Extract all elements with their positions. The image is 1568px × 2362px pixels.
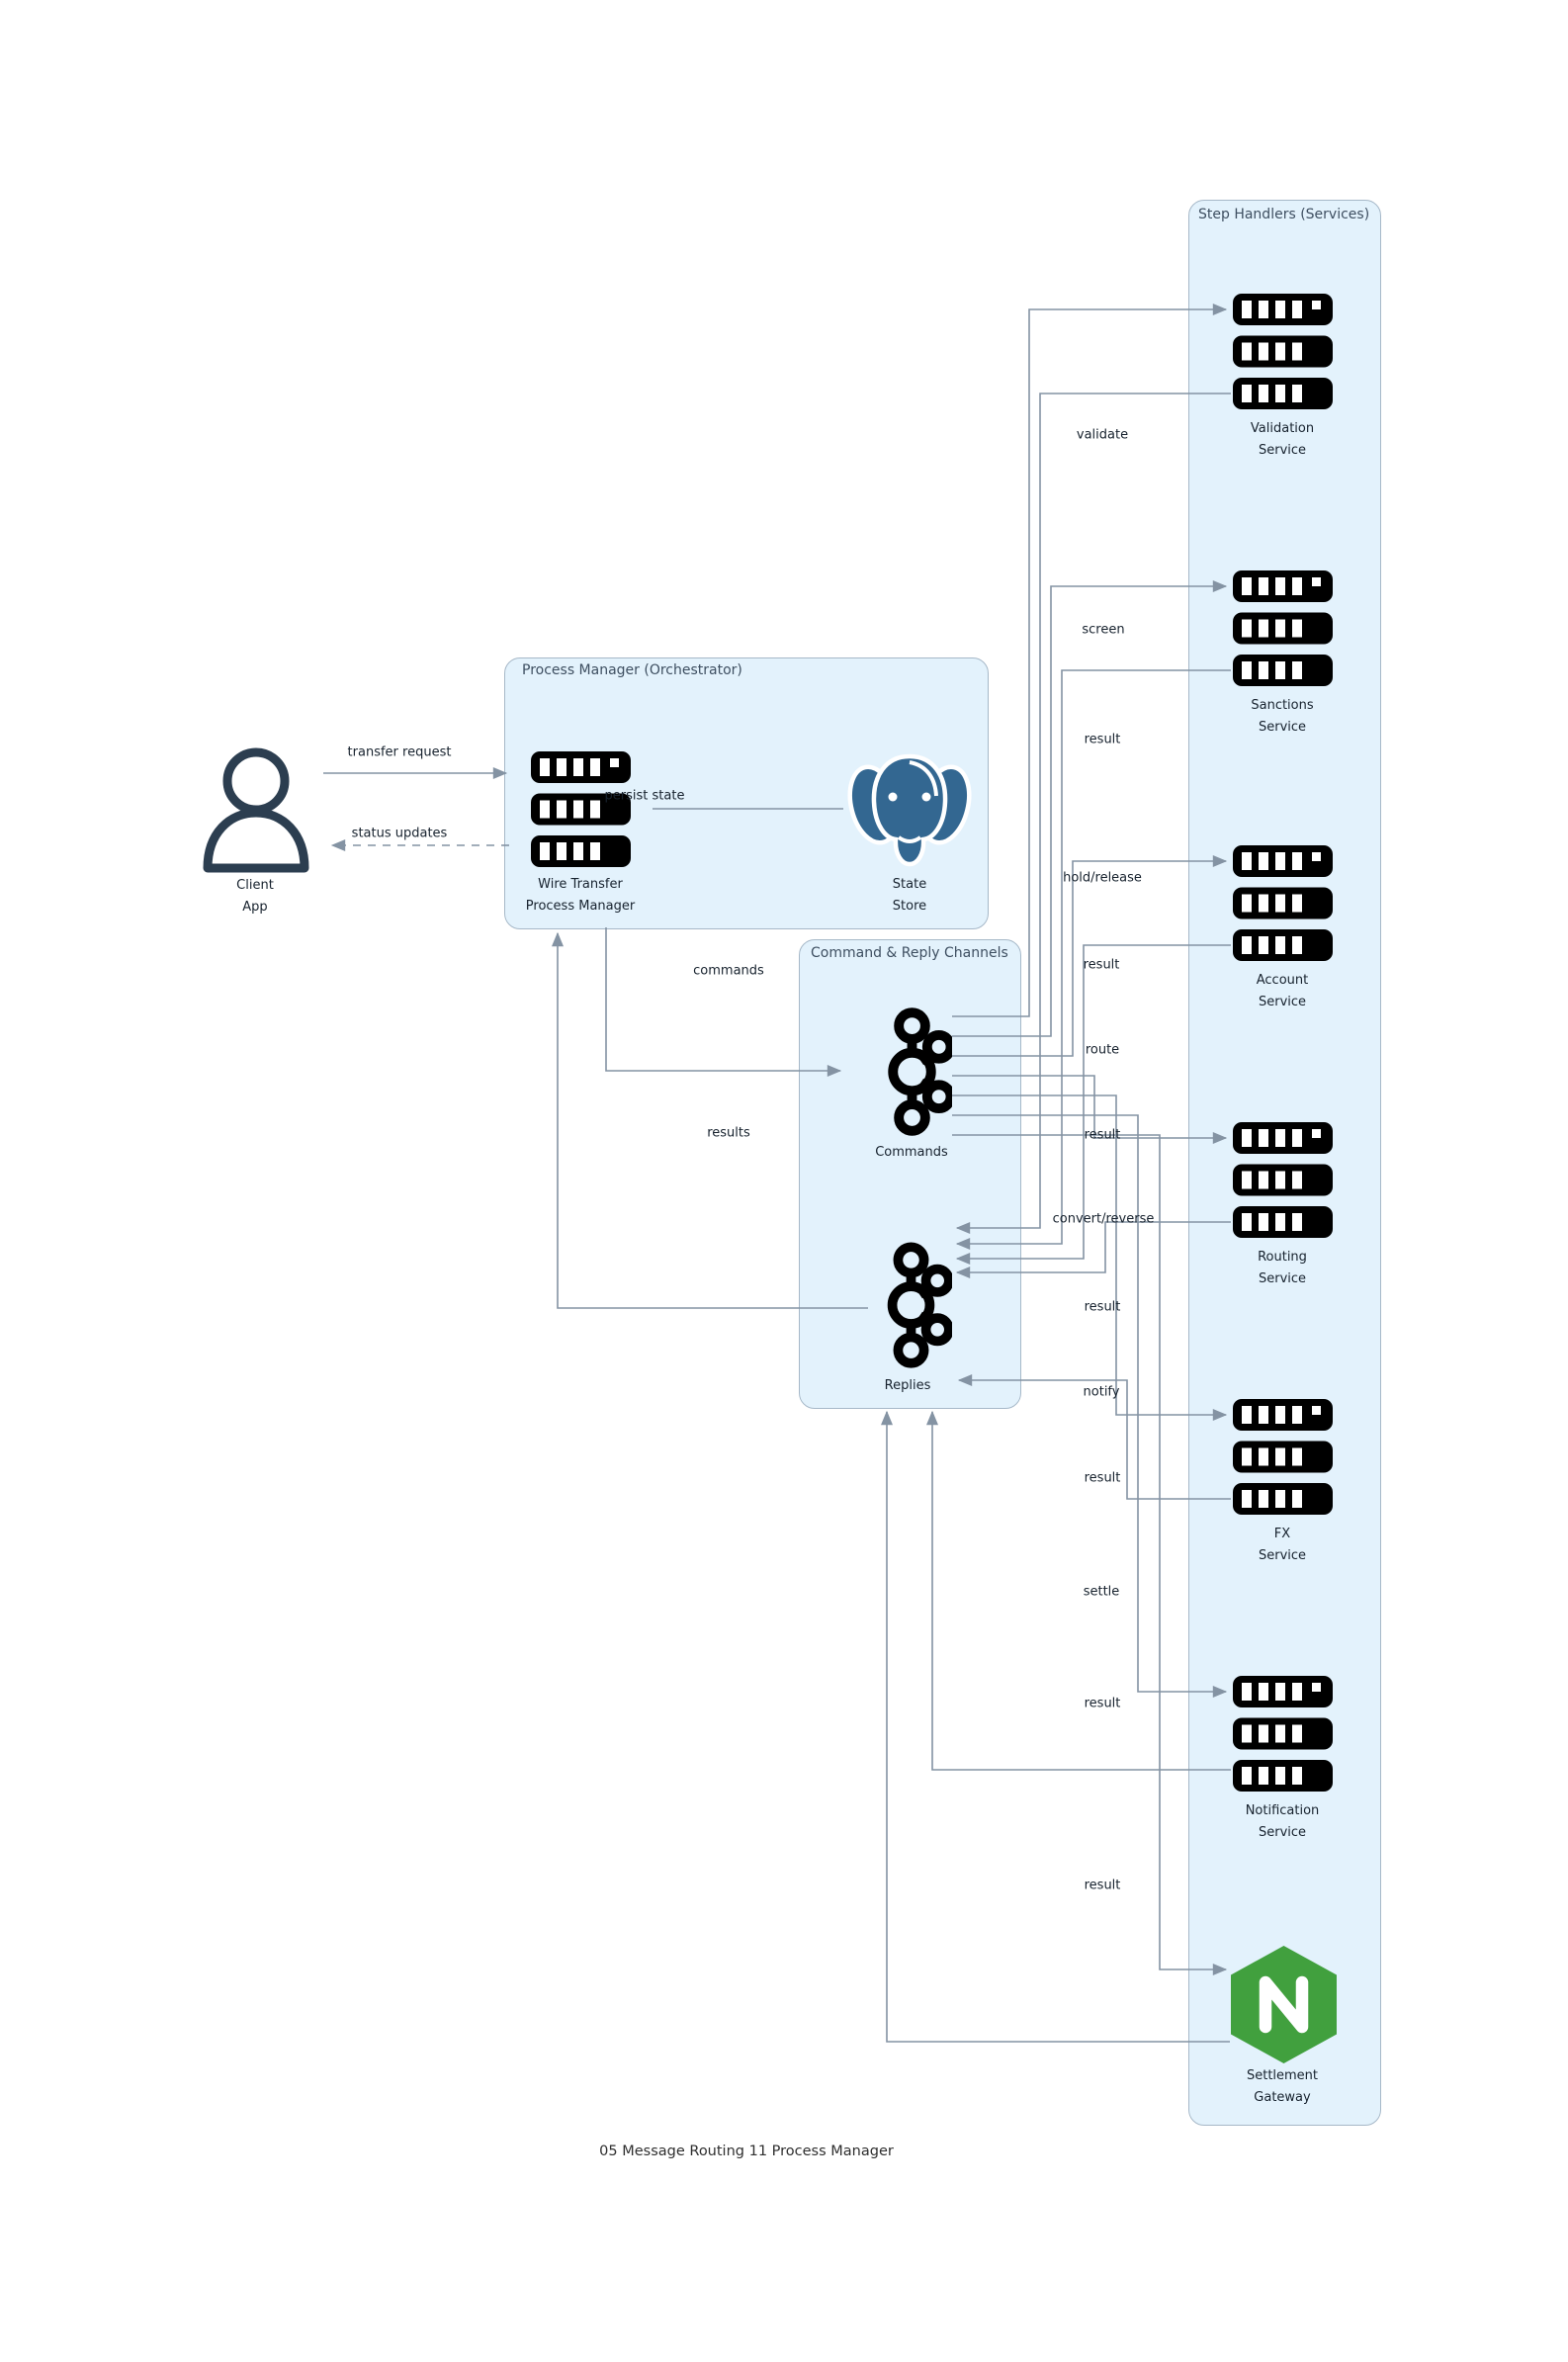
edge-result-notification [926,1410,1231,1771]
node-label-line: Service [1258,1548,1307,1563]
node-label-line: Wire Transfer [538,877,623,892]
cluster-command-reply-channels-title: Command & Reply Channels [811,945,1008,961]
node-state-store [847,744,972,870]
node-label-line: Gateway [1254,2090,1311,2105]
diagram-caption: 05 Message Routing 11 Process Manager [599,2143,894,2159]
node-validation-service [1233,294,1333,409]
node-label-line: FX [1273,1527,1291,1541]
edge-notify-label: notify [1083,1384,1120,1400]
node-label-line: Client [236,878,274,893]
edge-commands-label: commands [693,963,764,979]
node-label-line: App [242,900,268,915]
person-icon [194,739,318,875]
node-label: Sanctions Service [1251,695,1313,739]
node-label-line: Commands [875,1145,948,1160]
server-icon [1233,1399,1333,1515]
edge-convert-reverse-label: convert/reverse [1052,1211,1155,1227]
edge-transfer-request-label: transfer request [347,744,452,760]
node-state-store-label: State Store [893,874,926,918]
node-label: Routing Service [1258,1247,1307,1290]
edge-validate [952,304,1228,1017]
kafka-icon [870,1241,952,1371]
edge-settle-label: settle [1083,1584,1120,1600]
node-label: Settlement Gateway [1247,2065,1318,2109]
node-label-line: Validation [1250,421,1315,436]
node-notification-service [1233,1676,1333,1792]
node-replies-topic [870,1241,952,1371]
node-commands-topic [872,1006,952,1140]
node-label-line: Notification [1245,1803,1320,1818]
node-label-line: Settlement [1246,2068,1319,2083]
edge-result-account-label: result [1084,1127,1121,1143]
edge-result-settlement [881,1410,1230,2043]
edge-persist-state-label: persist state [604,788,685,804]
server-icon [531,751,631,867]
node-settlement-gateway [1230,1945,1338,2064]
node-label-line: Account [1256,973,1309,988]
cluster-process-manager-title: Process Manager (Orchestrator) [522,662,742,678]
kafka-icon [872,1006,952,1140]
node-account-service [1233,845,1333,961]
postgresql-icon [847,744,972,870]
edge-validate-label: validate [1076,427,1129,443]
node-label-line: State [892,877,927,892]
edge-route-label: route [1085,1042,1120,1058]
edge-status-updates-label: status updates [347,826,452,841]
node-label-line: Service [1258,443,1307,458]
server-icon [1233,1122,1333,1238]
server-icon [1233,294,1333,409]
node-label: Account Service [1257,970,1309,1013]
node-label-line: Store [892,899,927,914]
edge-result-validation-label: result [1084,732,1121,747]
node-label-line: Service [1258,995,1307,1009]
node-label-line: Routing [1258,1250,1307,1265]
node-replies-topic-label: Replies [885,1375,931,1397]
edge-result-settlement-label: result [1084,1878,1121,1893]
server-icon [1233,845,1333,961]
node-label: FX Service [1259,1524,1306,1567]
edge-result-fx-label: result [1084,1470,1121,1486]
nginx-icon [1230,1945,1338,2064]
edge-result-sanctions-label: result [1083,957,1120,973]
edge-results-label: results [707,1125,750,1141]
node-routing-service [1233,1122,1333,1238]
node-label-line: Service [1258,1825,1307,1840]
node-wire-transfer-pm-label: Wire Transfer Process Manager [526,874,635,918]
node-client-app [194,739,318,875]
node-label: Validation Service [1251,418,1314,462]
node-label-line: Replies [884,1378,931,1393]
node-label-line: Service [1258,720,1307,735]
node-wire-transfer-process-manager [531,751,631,867]
server-icon [1233,570,1333,686]
node-fx-service [1233,1399,1333,1515]
node-label-line: Sanctions [1251,698,1314,713]
edge-result-routing-label: result [1084,1299,1121,1315]
node-label: Notification Service [1246,1800,1320,1844]
node-client-app-label: Client App [236,875,274,919]
edge-screen-label: screen [1082,622,1125,638]
node-sanctions-service [1233,570,1333,686]
server-icon [1233,1676,1333,1792]
edge-result-notification-label: result [1084,1696,1121,1711]
edge-hold-release-label: hold/release [1063,870,1142,886]
node-commands-topic-label: Commands [875,1142,948,1164]
cluster-step-handlers-title: Step Handlers (Services) [1198,207,1370,222]
node-label-line: Service [1258,1271,1307,1286]
node-label-line: Process Manager [525,899,636,914]
